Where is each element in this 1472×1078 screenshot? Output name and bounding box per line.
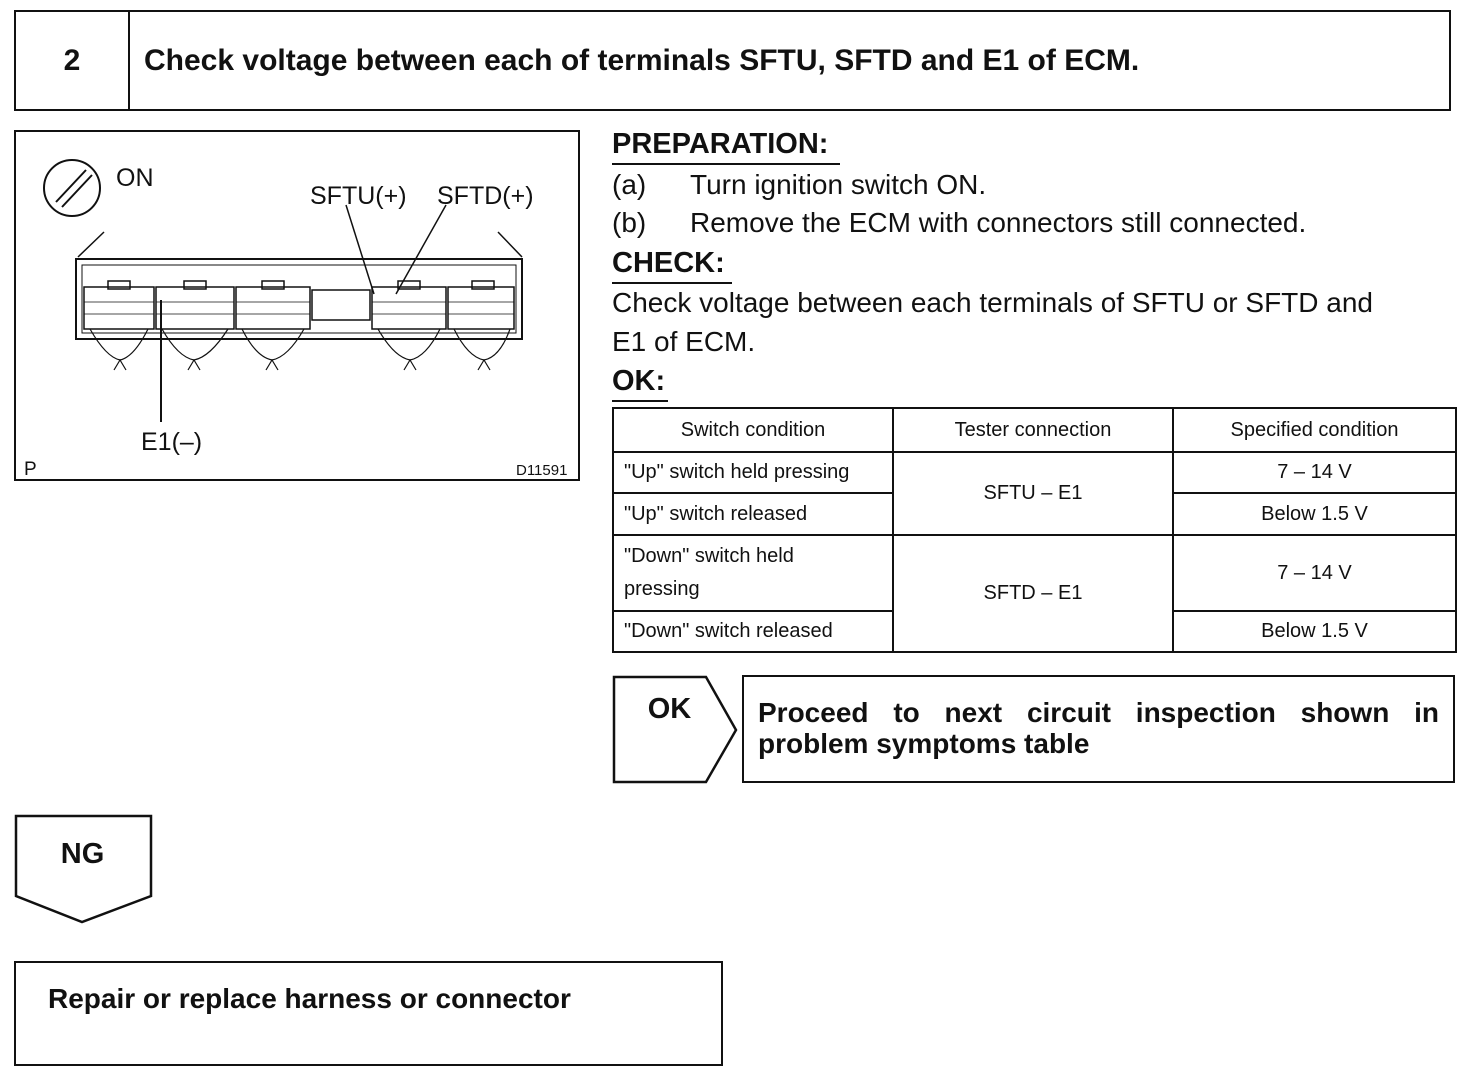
switch-condition-cell: "Down" switch held pressing: [612, 534, 894, 612]
check-text-line-1: Check voltage between each terminals of …: [612, 287, 1374, 318]
table-row: "Down" switch held pressing SFTD – E1 7 –…: [612, 534, 1457, 653]
switch-condition-cell: "Up" switch held pressing: [612, 451, 894, 494]
step-text: Turn ignition switch ON.: [690, 169, 987, 200]
ok-heading-underline: [612, 400, 668, 402]
header-switch-condition: Switch condition: [612, 407, 894, 453]
figure-corner-mark: P: [24, 459, 37, 480]
ng-arrow-icon: [14, 814, 153, 924]
figure-code: D11591: [516, 462, 567, 479]
preparation-heading-underline: [612, 163, 840, 165]
table-row: "Down" switch released Below 1.5 V: [612, 610, 1457, 653]
table-row: "Up" switch released Below 1.5 V: [612, 492, 1457, 536]
ok-arrow-icon: [612, 675, 738, 784]
step-number: 2: [16, 12, 130, 109]
tester-connection-cell: SFTD – E1: [892, 534, 1174, 653]
switch-condition-cell: "Down" switch released: [612, 610, 894, 653]
ecm-terminal-figure: ON SFTU(+) SFTD(+) E1(–) P D11591: [14, 130, 580, 481]
terminal-sftu-label: SFTU(+): [310, 182, 407, 210]
step-text: Remove the ECM with connectors still con…: [690, 207, 1307, 238]
header-specified-condition: Specified condition: [1172, 407, 1457, 453]
ok-label: OK: [647, 693, 692, 725]
ignition-switch-icon: [43, 159, 101, 217]
ecm-connector-icon: ON SFTU(+) SFTD(+) E1(–) P D11591: [24, 159, 567, 480]
preparation-step-a: (a) Turn ignition switch ON.: [612, 169, 986, 201]
specified-condition-cell: Below 1.5 V: [1172, 610, 1457, 653]
check-heading: CHECK:: [612, 247, 725, 279]
specified-condition-cell: 7 – 14 V: [1172, 534, 1457, 612]
switch-condition-cell: "Up" switch released: [612, 492, 894, 536]
table-header-row: Switch condition Tester connection Speci…: [612, 407, 1457, 453]
spec-table: Switch condition Tester connection Speci…: [612, 407, 1457, 653]
terminal-sftd-label: SFTD(+): [437, 182, 534, 210]
preparation-heading: PREPARATION:: [612, 128, 829, 160]
check-text-line-2: E1 of ECM.: [612, 326, 756, 357]
step-header: 2 Check voltage between each of terminal…: [14, 10, 1451, 111]
preparation-step-b: (b) Remove the ECM with connectors still …: [612, 207, 1306, 239]
ignition-on-label: ON: [116, 164, 154, 192]
tester-connection-cell: SFTU – E1: [892, 451, 1174, 536]
ok-result-box: Proceed to next circuit inspection shown…: [742, 675, 1455, 783]
step-marker: (a): [612, 169, 647, 200]
check-heading-underline: [612, 282, 732, 284]
ok-heading: OK:: [612, 365, 666, 397]
ng-result-box: Repair or replace harness or connector: [14, 961, 723, 1066]
step-title: Check voltage between each of terminals …: [144, 43, 1140, 77]
specified-condition-cell: 7 – 14 V: [1172, 451, 1457, 494]
table-row: "Up" switch held pressing SFTU – E1 7 – …: [612, 451, 1457, 536]
specified-condition-cell: Below 1.5 V: [1172, 492, 1457, 536]
switch-condition-line-1: "Down" switch held: [624, 545, 794, 567]
step-marker: (b): [612, 207, 647, 238]
ng-tab: NG: [14, 814, 154, 926]
terminal-e1-label: E1(–): [141, 428, 202, 456]
header-tester-connection: Tester connection: [892, 407, 1174, 453]
ng-label: NG: [60, 838, 105, 870]
ok-tab: OK: [612, 675, 740, 785]
switch-condition-line-2: pressing: [624, 578, 700, 600]
